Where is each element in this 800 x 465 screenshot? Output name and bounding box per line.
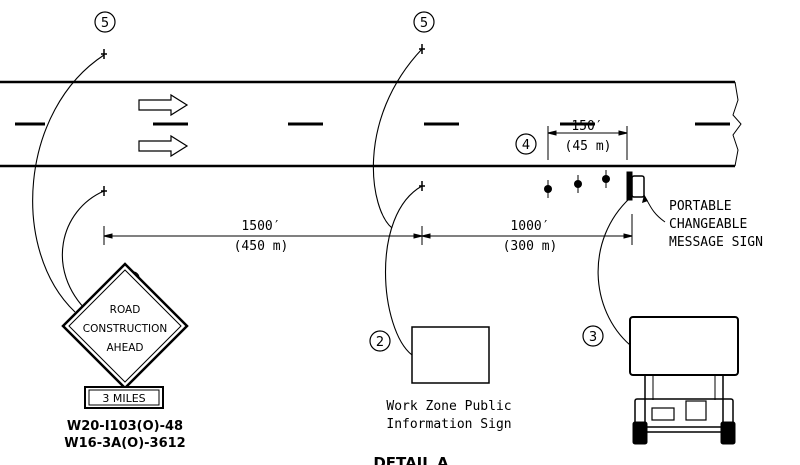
info-sign-caption-line1: Work Zone Public	[386, 399, 511, 414]
taper-length-m: (45 m)	[565, 139, 612, 154]
channelizer-drum-icon	[544, 180, 552, 198]
channelizer-drum-icon	[602, 170, 610, 188]
roadway	[0, 80, 742, 168]
warning-sign-line1: ROAD	[110, 304, 141, 316]
distance-plaque: 3 MILES	[84, 386, 164, 409]
pcms-label-line2: CHANGEABLE	[669, 217, 747, 232]
direction-arrow-icon	[138, 134, 189, 158]
distance-2-m: (300 m)	[503, 239, 558, 254]
sign-post-markers	[101, 44, 425, 196]
road-break-line	[732, 81, 742, 167]
pcms-plan-icon	[626, 171, 645, 201]
callout-5-left: 5	[94, 11, 116, 33]
distance-2-ft: 1000′	[510, 219, 549, 234]
distance-1-m: (450 m)	[234, 239, 289, 254]
pcms-label-line3: MESSAGE SIGN	[669, 235, 763, 250]
info-sign-caption-line2: Information Sign	[386, 417, 511, 432]
distance-dimension	[103, 214, 633, 245]
leader-lines	[32, 48, 631, 356]
svg-text:5: 5	[420, 16, 428, 31]
taper-length-ft: 150′	[571, 119, 602, 134]
svg-text:2: 2	[376, 335, 384, 350]
warning-sign: ROAD CONSTRUCTION AHEAD	[61, 262, 189, 390]
pcms-trailer-icon	[629, 316, 739, 445]
callout-5-mid: 5	[413, 11, 435, 33]
callout-2: 2	[369, 330, 391, 352]
svg-text:4: 4	[522, 138, 530, 153]
distance-1-ft: 1500′	[241, 219, 280, 234]
warning-sign-line2: CONSTRUCTION	[83, 323, 167, 335]
sign-code-1: W20-I103(O)-48	[67, 419, 183, 434]
callout-3: 3	[582, 325, 604, 347]
svg-text:5: 5	[101, 16, 109, 31]
pcms-leader	[643, 194, 666, 223]
info-sign-panel	[411, 326, 490, 384]
pcms-leader-arrow-icon	[642, 195, 648, 203]
pcms-label-line1: PORTABLE	[669, 199, 732, 214]
direction-arrow-icon	[138, 93, 189, 117]
callout-4: 4	[515, 133, 537, 155]
sign-code-2: W16-3A(O)-3612	[64, 436, 185, 451]
channelizer-drum-icon	[574, 175, 582, 193]
plaque-text: 3 MILES	[102, 392, 145, 405]
taper-dimension	[547, 126, 628, 160]
svg-text:3: 3	[589, 330, 597, 345]
warning-sign-line3: AHEAD	[107, 342, 144, 354]
detail-title: DETAIL A	[373, 454, 449, 465]
